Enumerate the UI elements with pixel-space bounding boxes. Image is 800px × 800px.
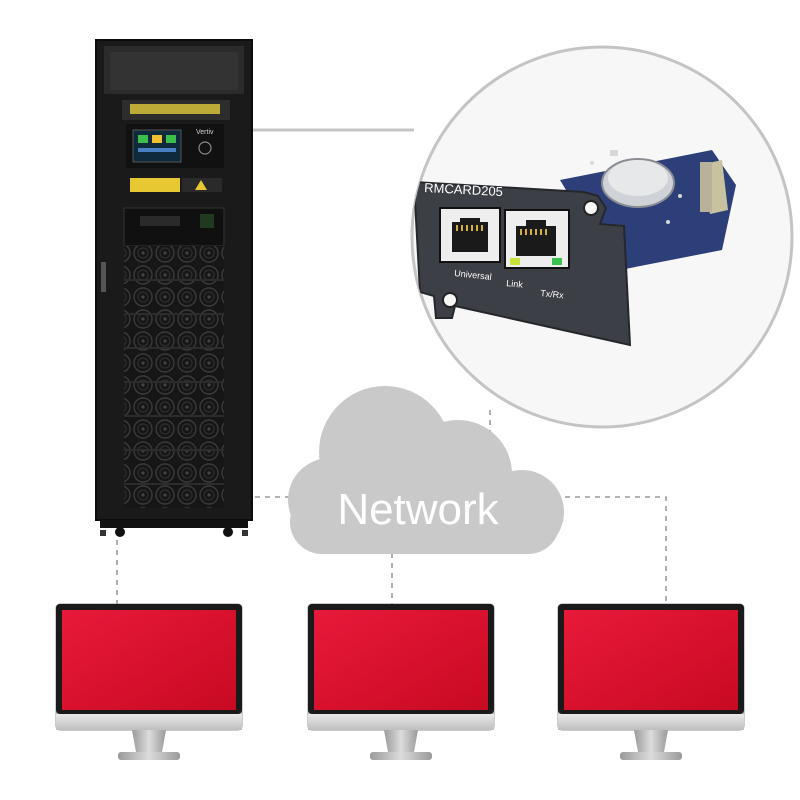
monitor-right-stand	[634, 730, 668, 752]
ups-cabinet: Vertiv	[95, 39, 253, 537]
card-screw-hole-top	[583, 200, 599, 216]
monitor-center-stand	[384, 730, 418, 752]
line-cloud-to-right	[555, 496, 667, 604]
card-screw-hole-bottom	[442, 292, 458, 308]
ups-door-handle	[101, 262, 106, 292]
link-led	[510, 258, 520, 265]
port-ethernet	[504, 209, 570, 269]
monitor-center	[307, 603, 495, 760]
port-label-txrx: Tx/Rx	[540, 288, 565, 300]
port-label-universal: Universal	[454, 268, 492, 282]
monitor-right	[557, 603, 745, 760]
monitor-left-stand	[132, 730, 166, 752]
txrx-led	[552, 258, 562, 265]
card-zoom-circle: RMCARD205	[410, 45, 794, 429]
ups-fan-grid	[124, 246, 224, 508]
card-model-label: RMCARD205	[424, 180, 503, 199]
monitor-left-screen	[62, 610, 236, 710]
port-universal	[439, 207, 501, 263]
ups-brand-logo: Vertiv	[196, 129, 214, 136]
ups-display	[132, 129, 182, 163]
monitor-left	[55, 603, 243, 760]
monitor-right-screen	[564, 610, 738, 710]
monitor-center-screen	[314, 610, 488, 710]
network-cloud: Network	[288, 386, 564, 554]
network-label: Network	[337, 485, 499, 534]
port-label-link: Link	[506, 278, 524, 290]
